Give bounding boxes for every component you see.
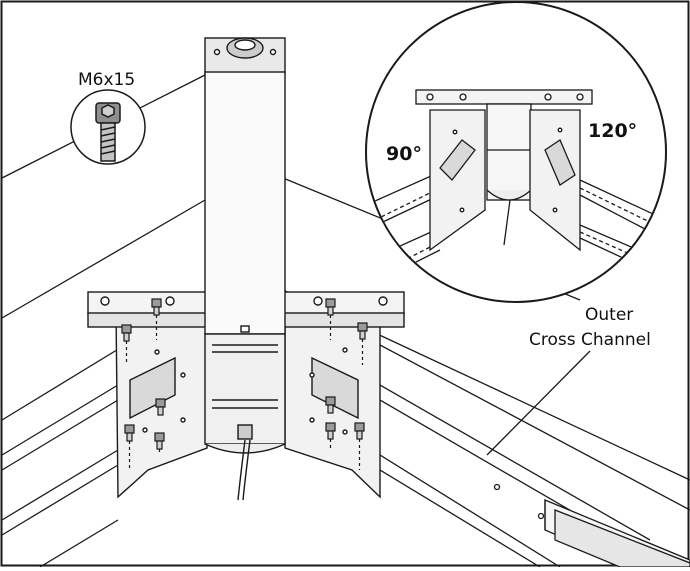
channel-hole	[495, 485, 500, 490]
detail-zoom: 90° 120°	[366, 2, 666, 302]
angle-90-label: 90°	[386, 143, 422, 165]
bar-hole	[314, 297, 322, 305]
angle-120-label: 120°	[588, 120, 637, 142]
leg-column	[205, 38, 285, 453]
callout-outer-label: Outer	[585, 305, 633, 325]
callout-cross-channel-label: Cross Channel	[529, 330, 651, 350]
screw-callout	[71, 90, 145, 164]
screw-size-label: M6x15	[78, 70, 135, 90]
leg-connector	[238, 425, 252, 439]
channel-hole	[539, 514, 544, 519]
bar-hole	[101, 297, 109, 305]
bar-hole	[379, 297, 387, 305]
bar-hole	[166, 297, 174, 305]
